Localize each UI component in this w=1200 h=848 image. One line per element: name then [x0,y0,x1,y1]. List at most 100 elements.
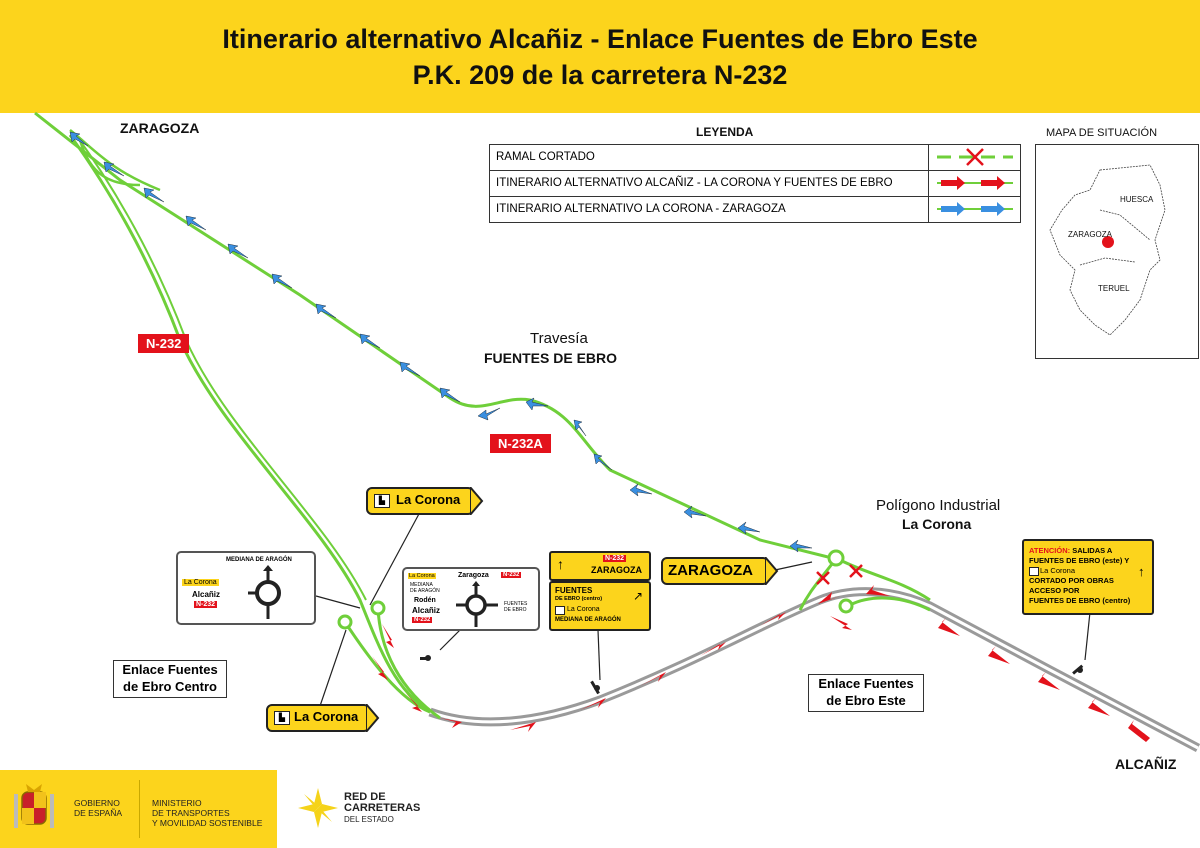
roundabout2-roden: Rodén [414,597,436,604]
up-arrow-icon: ↑ [557,556,564,572]
roundabout-sign-2: La Corona MEDIANA DE ARAGÓN Rodén Alcañi… [402,567,540,631]
red-carreteras-text: RED DE CARRETERAS DEL ESTADO [344,792,420,825]
legend-row-blue: ITINERARIO ALTERNATIVO LA CORONA - ZARAG… [490,197,1020,222]
roundabout1-road: N-232 [194,601,218,608]
roundabout-centro-2 [337,614,353,630]
gobierno-line2: DE ESPAÑA [74,808,123,818]
roundabout2-zaragoza-road: N-232 [501,572,522,578]
roundabout2-tag: La Corona [408,573,436,579]
warning-line1: SALIDAS A [1072,546,1113,555]
coat-of-arms-icon [14,784,54,828]
warning-atencion: ATENCIÓN: [1029,546,1071,555]
blue-arrow-symbol [928,197,1021,222]
warning-line5: ACCESO POR [1029,586,1080,595]
legend-row-closed: RAMAL CORTADO [490,145,1020,171]
este-ramp [839,558,931,602]
roundabout2-road: N-232 [412,617,433,623]
blue-itinerary-arrows [69,131,813,553]
zaragoza-label: ZARAGOZA [120,120,200,136]
industrial-icon: ▙ [374,494,390,508]
sign-arrow-tip [366,704,380,732]
legend-label: ITINERARIO ALTERNATIVO ALCAÑIZ - LA CORO… [496,177,893,189]
industrial-icon [555,606,565,615]
ministerio-text: MINISTERIO DE TRANSPORTES Y MOVILIDAD SO… [152,798,262,828]
situation-map-frame [1035,144,1199,359]
direction-fuentes-sub: DE EBRO (centro) [555,596,603,602]
ministerio-line1: MINISTERIO [152,798,202,808]
situation-map-title: MAPA DE SITUACIÓN [1046,127,1158,139]
map-subtitle: P.K. 209 de la carretera N-232 [412,60,788,90]
roundabout-diagram-icon [248,565,281,619]
roundabout1-tag: La Corona [182,579,219,586]
situation-location-dot [1102,236,1114,248]
up-arrow-icon: ↑ [1138,564,1145,579]
direction-mediana: MEDIANA DE ARAGÓN [555,617,621,623]
warning-line3: La Corona [1040,566,1076,575]
zaragoza-sign: ZARAGOZA [661,557,769,585]
enlace-este-line2: de Ebro Este [826,693,906,708]
warning-line4: CORTADO POR OBRAS [1029,576,1114,585]
travesia-label: Travesía [530,330,588,347]
region-huesca: HUESCA [1120,195,1154,204]
red-carreteras-logo-icon [298,788,338,828]
industrial-icon [1029,567,1039,576]
n232-tag: N-232 [138,334,190,353]
roundabout-este-1 [827,549,845,567]
zaragoza-sign-text: ZARAGOZA [668,562,753,579]
enlace-este-label: Enlace Fuentes de Ebro Este [808,674,924,712]
footer-divider [139,780,140,838]
gobierno-line1: GOBIERNO [74,798,120,808]
title-banner: Itinerario alternativo Alcañiz - Enlace … [0,0,1200,113]
roundabout-sign-1: MEDIANA DE ARAGÓN La Corona Alcañiz N-23… [176,551,316,625]
roundabout2-alcaniz: Alcañiz [412,606,441,615]
warning-line2: FUENTES DE EBRO (este) Y [1029,556,1130,565]
closed-ramp-mark-1 [816,571,830,585]
enlace-este-line1: Enlace Fuentes [818,676,914,691]
region-teruel: TERUEL [1098,284,1130,293]
la-corona-text: La Corona [294,709,359,724]
legend: RAMAL CORTADO ITINERARIO ALTERNATIVO ALC… [489,144,1021,223]
roundabout2-mediana: MEDIANA DE ARAGÓN [410,582,440,594]
situation-map-outline [1049,164,1166,336]
sign-arrow-tip [765,557,779,585]
legend-label: ITINERARIO ALTERNATIVO LA CORONA - ZARAG… [496,203,786,215]
ministerio-line3: Y MOVILIDAD SOSTENIBLE [152,818,263,828]
warning-sign: ATENCIÓN: SALIDAS A FUENTES DE EBRO (est… [1022,539,1154,615]
footer: GOBIERNO DE ESPAÑA MINISTERIO DE TRANSPO… [0,770,1200,848]
roundabout-centro-1 [370,600,386,616]
roundabout-diagram-icon [456,581,498,627]
roundabout-este-2 [838,598,854,614]
direction-sign-fuentes: FUENTES DE EBRO (centro) ↗ La Corona MED… [549,581,651,631]
closed-ramp-mark-2 [849,564,863,578]
roundabout1-top: MEDIANA DE ARAGÓN [226,557,292,563]
la-corona-sign-top: ▙ La Corona [366,487,474,515]
enlace-centro-line1: Enlace Fuentes [122,662,218,677]
roundabout1-name: Alcañiz [192,590,221,599]
warning-line6: FUENTES DE EBRO (centro) [1029,596,1131,605]
red-line2: CARRETERAS [344,802,421,814]
closed-ramp-symbol [928,145,1021,170]
roundabout2-right: FUENTES DE EBRO [504,601,528,613]
industrial-icon: ▙ [274,711,290,725]
enlace-centro-label: Enlace Fuentes de Ebro Centro [113,660,227,698]
legend-row-red: ITINERARIO ALTERNATIVO ALCAÑIZ - LA CORO… [490,171,1020,197]
n232-road [68,134,431,714]
legend-title: LEYENDA [696,125,754,139]
n232a-tag: N-232A [490,434,551,453]
direction-zaragoza: ZARAGOZA [591,565,642,575]
roundabout2-zaragoza: Zaragoza [458,572,489,579]
direction-road: N-232 [603,555,627,562]
ministerio-line2: DE TRANSPORTES [152,808,230,818]
ministry-banner: GOBIERNO DE ESPAÑA MINISTERIO DE TRANSPO… [0,770,277,848]
enlace-centro-line2: de Ebro Centro [123,679,217,694]
direction-fuentes: FUENTES [555,586,593,595]
alcaniz-label: ALCAÑIZ [1115,756,1177,772]
map-title: Itinerario alternativo Alcañiz - Enlace … [222,24,978,54]
red-line1: RED DE [344,791,386,803]
red-arrow-symbol [928,171,1021,196]
direction-la-corona: La Corona [567,606,600,613]
la-corona-text: La Corona [396,492,461,507]
red-itinerary-arrows [372,585,1150,742]
poligono-label-line2: La Corona [902,516,972,532]
fuentes-de-ebro-label: FUENTES DE EBRO [484,350,618,366]
